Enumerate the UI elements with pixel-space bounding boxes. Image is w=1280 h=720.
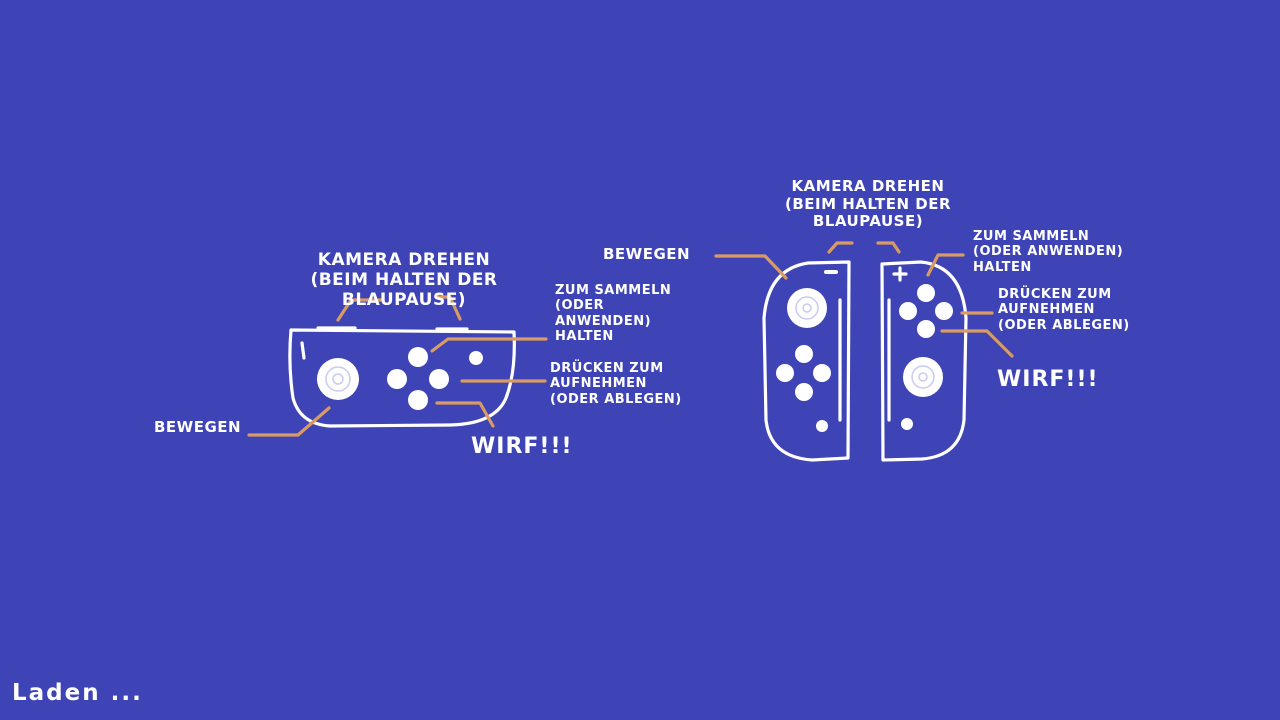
single-stick-icon bbox=[317, 358, 359, 400]
single-small-btn bbox=[469, 351, 483, 365]
left-joycon-outline bbox=[762, 260, 851, 462]
single-pickup-label: DRÜCKEN ZUM AUFNEHMEN (ODER ABLEGEN) bbox=[550, 361, 682, 407]
right-stick-icon bbox=[903, 357, 943, 397]
single-btn-left bbox=[387, 369, 407, 389]
single-throw-label: WIRF!!! bbox=[471, 434, 573, 459]
single-btn-top bbox=[408, 347, 428, 367]
btn-x bbox=[917, 284, 935, 302]
single-rail-mark bbox=[300, 341, 306, 360]
single-btn-bottom bbox=[408, 390, 428, 410]
single-move-label: BEWEGEN bbox=[154, 418, 242, 436]
dpad-left bbox=[776, 364, 794, 382]
dual-collect-label: ZUM SAMMELN (ODER ANWENDEN) HALTEN bbox=[973, 229, 1124, 275]
single-move-line bbox=[247, 406, 331, 437]
single-btn-right bbox=[429, 369, 449, 389]
minus-button bbox=[824, 270, 838, 274]
dual-camera-line-left bbox=[827, 241, 854, 254]
single-throw-line bbox=[435, 401, 495, 428]
left-stick-icon bbox=[787, 288, 827, 328]
plus-button bbox=[892, 266, 908, 282]
btn-b bbox=[917, 320, 935, 338]
dpad-down bbox=[795, 383, 813, 401]
loading-text: Laden ... bbox=[12, 680, 143, 706]
single-joycon-drawing bbox=[288, 326, 516, 428]
dpad-right bbox=[813, 364, 831, 382]
left-small-btn bbox=[816, 420, 828, 432]
dual-camera-label: KAMERA DREHEN (BEIM HALTEN DER BLAUPAUSE… bbox=[784, 177, 951, 231]
dual-collect-line bbox=[926, 253, 965, 277]
single-collect-line bbox=[430, 337, 548, 353]
dual-joycon-drawing bbox=[762, 260, 968, 462]
single-camera-line-left bbox=[336, 298, 385, 322]
right-joycon-outline bbox=[880, 260, 968, 462]
dual-move-label: BEWEGEN bbox=[603, 245, 691, 263]
single-callout-lines bbox=[247, 295, 548, 437]
dual-throw-label: WIRF!!! bbox=[997, 367, 1099, 392]
btn-a bbox=[935, 302, 953, 320]
dual-move-line bbox=[714, 254, 788, 280]
single-camera-label: KAMERA DREHEN (BEIM HALTEN DER BLAUPAUSE… bbox=[310, 250, 498, 311]
dpad-up bbox=[795, 345, 813, 363]
single-collect-label: ZUM SAMMELN (ODER ANWENDEN) HALTEN bbox=[555, 283, 672, 344]
single-joycon-outline bbox=[288, 328, 516, 428]
dual-throw-line bbox=[940, 329, 1014, 358]
dual-camera-line-right bbox=[876, 241, 901, 254]
single-camera-line-right bbox=[434, 295, 462, 321]
btn-y bbox=[899, 302, 917, 320]
home-button bbox=[901, 418, 913, 430]
dual-pickup-label: DRÜCKEN ZUM AUFNEHMEN (ODER ABLEGEN) bbox=[998, 287, 1130, 333]
dual-callout-lines bbox=[714, 241, 1014, 358]
